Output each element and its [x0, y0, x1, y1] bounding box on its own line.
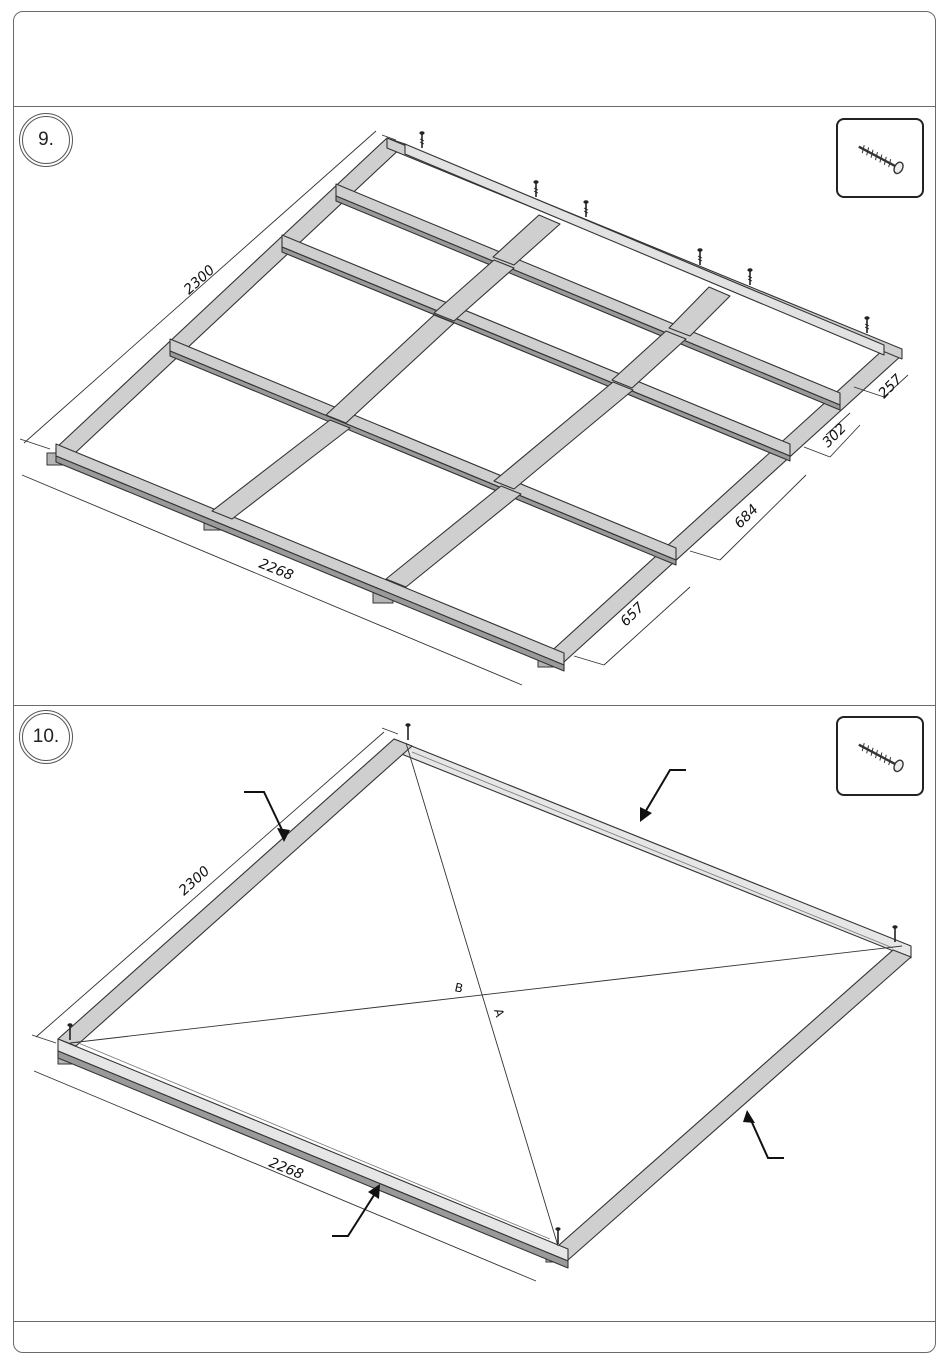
dim-width-label-10: 2268: [267, 1155, 306, 1183]
screws-step-9: [419, 131, 869, 333]
diagonal-label-a: A: [491, 1007, 507, 1020]
dim-width-line: [22, 475, 522, 685]
step-number-10: 10.: [19, 710, 73, 764]
floor-frame: [56, 138, 902, 671]
dim-spacing-1: 257: [876, 372, 906, 402]
step-10-panel: B A 2300 2268: [14, 706, 935, 1321]
step-9-drawing: 2300 2268 257 302 684 657: [14, 107, 935, 705]
step-number: 9.: [19, 113, 73, 167]
dim-width-label: 2268: [257, 556, 296, 584]
step-number-badge: 9.: [19, 113, 73, 167]
dim-length-line-10: [32, 728, 398, 1043]
screw-icon: [838, 120, 922, 196]
dim-length-label-10: 2300: [176, 863, 213, 899]
divider-bottom: [13, 1321, 936, 1322]
fastener-box-10: [836, 716, 924, 796]
step-10-drawing: B A 2300 2268: [14, 706, 935, 1321]
screw-icon: [838, 718, 922, 794]
fastener-box: [836, 118, 924, 198]
dim-length-line: [20, 131, 396, 449]
step-9-panel: 2300 2268 257 302 684 657 9.: [14, 107, 935, 705]
step-number-badge-10: 10.: [19, 710, 73, 764]
diagonal-lines: [70, 743, 902, 1246]
dim-length-label: 2300: [181, 262, 218, 298]
diagonal-label-b: B: [453, 980, 464, 995]
screws-step-10: [67, 723, 897, 1244]
